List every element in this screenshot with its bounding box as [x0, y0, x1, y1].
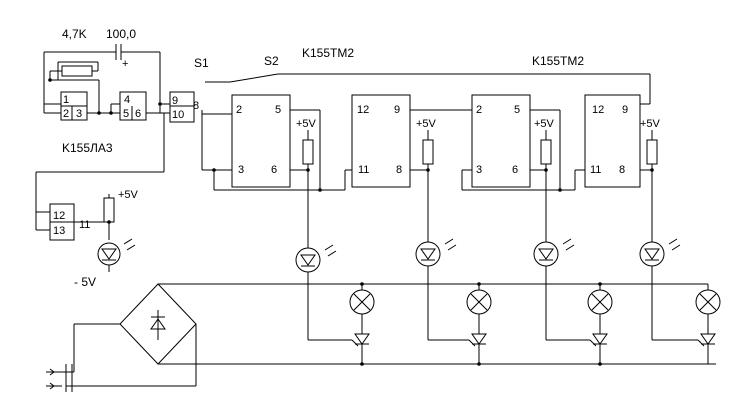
svg-text:2: 2 [236, 104, 242, 116]
switch-s1-label: S1 [194, 56, 209, 70]
svg-text:5: 5 [123, 108, 129, 120]
svg-text:12: 12 [357, 104, 369, 116]
svg-text:6: 6 [135, 108, 141, 120]
capacitor-plus-label: + [122, 58, 128, 70]
nand-gate-2 [119, 91, 147, 121]
flipflop-3 [471, 94, 531, 188]
svg-text:11: 11 [79, 219, 90, 231]
lamp-1 [349, 284, 375, 334]
power-section [46, 282, 721, 392]
lamp-4 [695, 284, 721, 334]
resistor-r1 [302, 139, 314, 165]
svg-text:11: 11 [358, 164, 369, 176]
flipflop-1 [231, 94, 291, 188]
svg-text:1: 1 [63, 94, 69, 106]
nand-gate-3 [169, 91, 195, 123]
led-1 [295, 247, 321, 273]
svg-text:5: 5 [275, 104, 281, 116]
resistor-r4 [646, 139, 658, 165]
indicator-section: 12 13 11 +5V - 5V [35, 189, 139, 289]
mains-plug [46, 364, 73, 392]
svg-text:12: 12 [592, 104, 604, 116]
led-4 [639, 241, 665, 267]
lamp-2 [466, 284, 492, 334]
chip-tm2-a-label: K155TM2 [302, 46, 354, 60]
svg-text:12: 12 [53, 210, 65, 222]
switch-s2-label: S2 [264, 54, 279, 68]
svg-text:8: 8 [619, 164, 625, 176]
led-row [295, 238, 681, 340]
svg-text:13: 13 [53, 225, 65, 237]
svg-text:8: 8 [193, 100, 199, 112]
oscillator-section: 4,7K 100,0 + 1 2 3 4 [35, 27, 199, 213]
svg-text:9: 9 [172, 95, 178, 107]
chip-tm2-b-label: K155TM2 [532, 54, 584, 68]
plus5v-label-4: +5V [640, 118, 661, 130]
resistor-r3 [540, 139, 552, 165]
diode-bridge [60, 283, 197, 387]
svg-text:3: 3 [476, 164, 482, 176]
svg-text:5: 5 [514, 104, 520, 116]
minus5v-label: - 5V [74, 275, 96, 289]
svg-text:6: 6 [512, 164, 518, 176]
resistor-4k7 [61, 65, 93, 77]
thyristor-4 [652, 333, 716, 364]
resistor-r2 [422, 139, 434, 165]
svg-text:9: 9 [394, 104, 400, 116]
flipflop-chain: K155TM2 K155TM2 2 5 3 6 12 9 11 8 2 5 3 … [202, 46, 652, 192]
svg-text:11: 11 [590, 164, 601, 176]
plus5v-label-1: +5V [296, 118, 317, 130]
svg-text:4: 4 [124, 94, 130, 106]
pullup-resistors: +5V +5V +5V +5V [296, 118, 661, 250]
plus5v-label-left: +5V [118, 189, 139, 201]
svg-text:10: 10 [172, 109, 184, 121]
chip-la3-label: K155ЛА3 [62, 141, 113, 155]
svg-text:2: 2 [476, 104, 482, 116]
resistor-left [103, 197, 115, 223]
svg-text:2: 2 [63, 108, 69, 120]
plus5v-label-3: +5V [534, 118, 555, 130]
switch-s2-lever [229, 73, 279, 83]
svg-text:6: 6 [271, 164, 277, 176]
svg-text:3: 3 [76, 108, 82, 120]
lamp-3 [587, 284, 613, 334]
thyristor-1 [308, 333, 370, 364]
led-left [97, 242, 121, 266]
led-3 [533, 241, 559, 267]
switch-section: S1 S2 [194, 54, 651, 170]
svg-text:8: 8 [396, 164, 402, 176]
flipflop-4 [584, 94, 641, 188]
resistor-label: 4,7K [62, 27, 87, 41]
svg-text:3: 3 [238, 164, 244, 176]
plus5v-label-2: +5V [416, 118, 437, 130]
capacitor-label: 100,0 [106, 27, 136, 41]
thyristor-3 [546, 333, 608, 364]
flipflop-2 [351, 94, 411, 188]
svg-text:9: 9 [622, 104, 628, 116]
thyristor-2 [428, 333, 487, 364]
led-2 [415, 241, 441, 267]
